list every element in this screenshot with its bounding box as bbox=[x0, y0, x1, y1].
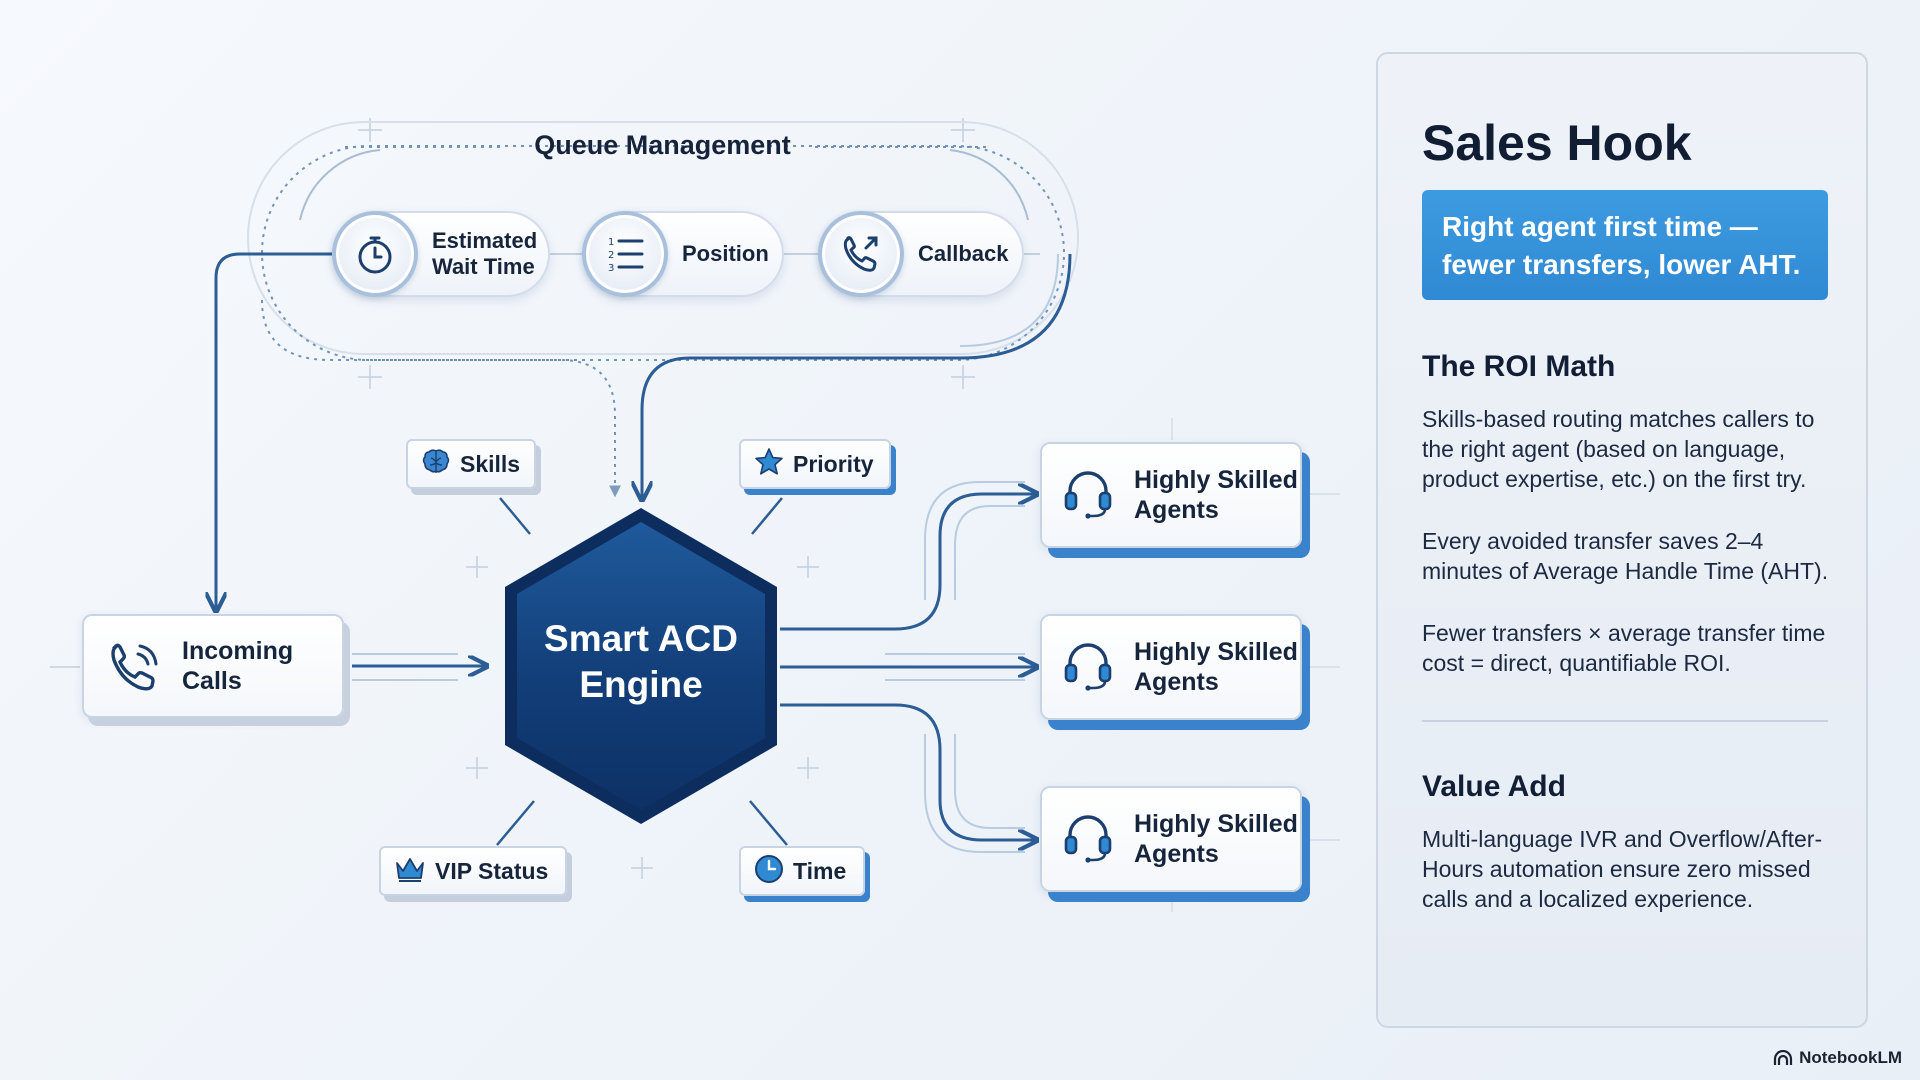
star-icon bbox=[753, 446, 785, 483]
agent-label-2: Agents bbox=[1134, 496, 1219, 524]
incoming-calls-card: Incoming Calls bbox=[82, 614, 344, 718]
brand-label: NotebookLM bbox=[1799, 1048, 1902, 1067]
roi-heading: The ROI Math bbox=[1422, 350, 1616, 383]
priority-label: Priority bbox=[793, 450, 874, 477]
queue-item-callback: Callback bbox=[818, 211, 1024, 297]
roi-paragraph-3: Fewer transfers × average transfer time … bbox=[1422, 620, 1826, 676]
value-add-heading: Value Add bbox=[1422, 770, 1566, 803]
headset-icon bbox=[1060, 809, 1116, 870]
incoming-label-2: Calls bbox=[182, 667, 242, 695]
queue-title: Queue Management bbox=[534, 130, 791, 160]
queue-item-label-1: Estimated bbox=[432, 228, 538, 253]
time-label: Time bbox=[793, 857, 847, 884]
panel-title: Sales Hook bbox=[1422, 115, 1692, 171]
clock-icon bbox=[753, 853, 785, 890]
agent-card-1: Highly Skilled Agents bbox=[1040, 442, 1302, 548]
queue-item-position: 1 2 3 Position bbox=[582, 211, 784, 297]
crosshair-marks bbox=[50, 118, 975, 879]
queue-item-label: Position bbox=[682, 241, 769, 266]
svg-text:3: 3 bbox=[608, 263, 614, 274]
skills-label: Skills bbox=[460, 450, 521, 477]
engine-label-1: Smart ACD bbox=[544, 618, 738, 659]
phone-callback-icon bbox=[818, 211, 904, 297]
headset-icon bbox=[1060, 637, 1116, 698]
vip-status-tag: VIP Status bbox=[379, 846, 567, 896]
headset-icon bbox=[1060, 465, 1116, 526]
agent-label-2: Agents bbox=[1134, 840, 1219, 868]
numbered-list-icon: 1 2 3 bbox=[582, 211, 668, 297]
priority-tag: Priority bbox=[739, 439, 891, 489]
svg-text:1: 1 bbox=[608, 237, 614, 248]
value-add-paragraph: Multi-language IVR and Overflow/After-Ho… bbox=[1422, 826, 1823, 912]
phone-icon bbox=[104, 636, 164, 696]
engine-label: Smart ACD Engine bbox=[505, 616, 777, 708]
hook-line-1: Right agent first time — bbox=[1442, 211, 1758, 242]
engine-label-2: Engine bbox=[579, 664, 703, 705]
agent-label-1: Highly Skilled bbox=[1134, 638, 1298, 666]
agent-label-1: Highly Skilled bbox=[1134, 810, 1298, 838]
hook-callout: Right agent first time — fewer transfers… bbox=[1422, 190, 1828, 300]
notebooklm-logo-icon bbox=[1773, 1050, 1793, 1065]
agent-card-2: Highly Skilled Agents bbox=[1040, 614, 1302, 720]
roi-paragraph-2: Every avoided transfer saves 2–4 minutes… bbox=[1422, 528, 1829, 584]
svg-text:2: 2 bbox=[608, 250, 614, 261]
agent-card-3: Highly Skilled Agents bbox=[1040, 786, 1302, 892]
skills-tag: Skills bbox=[406, 439, 536, 489]
agent-label-2: Agents bbox=[1134, 668, 1219, 696]
notebooklm-brand: NotebookLM bbox=[1773, 1048, 1902, 1068]
roi-paragraph-1: Skills-based routing matches callers to … bbox=[1422, 406, 1815, 492]
incoming-label-1: Incoming bbox=[182, 637, 294, 665]
time-tag: Time bbox=[739, 846, 865, 896]
vip-status-label: VIP Status bbox=[435, 857, 549, 884]
agent-label-1: Highly Skilled bbox=[1134, 466, 1298, 494]
sales-hook-panel: Sales Hook Right agent first time — fewe… bbox=[1376, 52, 1868, 1028]
hook-line-2: fewer transfers, lower AHT. bbox=[1442, 249, 1801, 280]
brain-icon bbox=[420, 446, 452, 483]
queue-item-label-2: Wait Time bbox=[432, 254, 535, 279]
panel-divider bbox=[1422, 720, 1828, 722]
queue-item-wait-time: Estimated Wait Time bbox=[332, 211, 550, 297]
crown-icon bbox=[393, 854, 427, 889]
stopwatch-icon bbox=[332, 211, 418, 297]
queue-item-label: Callback bbox=[918, 241, 1009, 266]
